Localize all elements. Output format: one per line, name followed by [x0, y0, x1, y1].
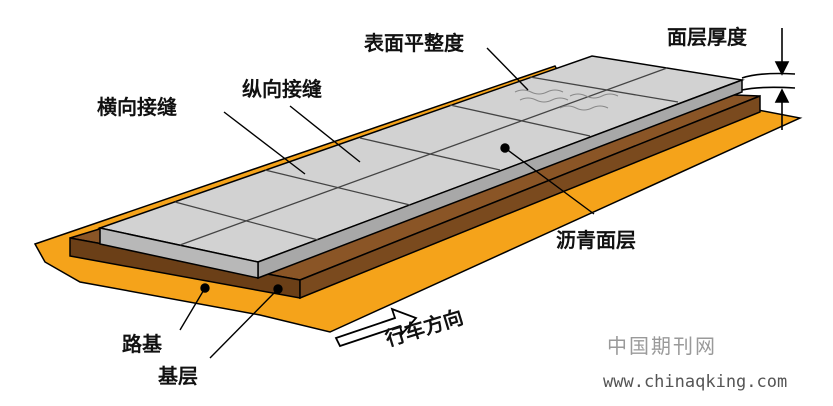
label-surface-thickness: 面层厚度 [667, 25, 747, 49]
longitudinal-joint-line [179, 67, 668, 246]
label-asphalt-surface: 沥青面层 [556, 228, 636, 252]
thickness-dimension [741, 28, 796, 130]
watermark-url: www.chinaqking.com [603, 372, 788, 392]
asphalt-surface-front [99, 227, 259, 279]
label-subgrade: 路基 [122, 332, 162, 356]
watermark-site-name: 中国期刊网 [607, 334, 717, 358]
label-surface-flatness: 表面平整度 [364, 31, 464, 55]
label-transverse-joint: 横向接缝 [97, 95, 177, 119]
label-base-layer: 基层 [158, 364, 198, 388]
base-layer-side [299, 94, 761, 300]
flatness-texture [514, 89, 619, 111]
leader-lines [179, 47, 595, 359]
label-longitudinal-joint: 纵向接缝 [242, 77, 322, 101]
driving-direction-arrow [334, 307, 418, 348]
